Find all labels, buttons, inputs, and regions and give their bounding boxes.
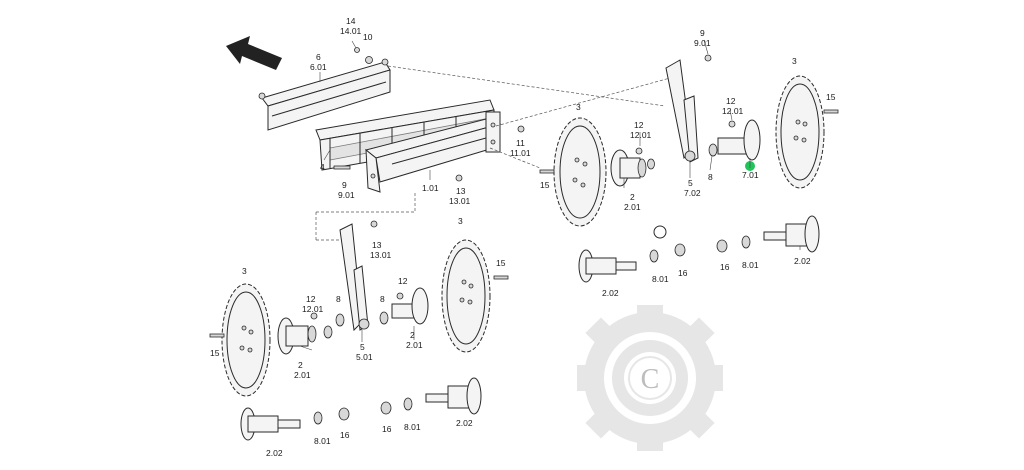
- callout-9-01b: 9.01: [694, 38, 711, 48]
- callout-2-bl: 2: [298, 360, 303, 370]
- direction-arrow-icon: [226, 36, 282, 70]
- callout-5-bm: 5: [360, 342, 365, 352]
- callout-12-01-tr: 12.01: [722, 106, 744, 116]
- callout-3-top-right: 3: [792, 56, 797, 66]
- callout-11-01: 11.01: [510, 148, 531, 158]
- top-right-disc-assembly: [539, 54, 839, 239]
- bottom-disc-assembly: [209, 220, 509, 397]
- callout-5-01: 5.01: [356, 352, 373, 362]
- callout-9a: 9: [342, 180, 347, 190]
- frame-assembly: [258, 47, 525, 193]
- callout-2-02-tr: 2.02: [794, 256, 811, 266]
- callout-2-bm: 2: [410, 330, 415, 340]
- callout-8-01-bl: 8.01: [314, 436, 331, 446]
- callout-labels: 14 14.01 10 6 6.01 4 9 9.01 1.01 13 13.0…: [210, 16, 836, 458]
- watermark-logo: C: [577, 305, 723, 451]
- callout-15-tm: 15: [540, 180, 550, 190]
- disc-top-right: [775, 75, 825, 189]
- bottom-spindle-rows: [240, 377, 482, 441]
- callout-12-01-tm: 12.01: [630, 130, 652, 140]
- disc-bottom-left: [221, 283, 271, 397]
- callout-2-tm: 2: [630, 192, 635, 202]
- callout-3-center: 3: [458, 216, 463, 226]
- callout-8-01-tr: 8.01: [742, 260, 759, 270]
- callout-16-bm: 16: [382, 424, 392, 434]
- top-spindle-row: [578, 215, 820, 283]
- callout-8-bm: 8: [380, 294, 385, 304]
- callout-6: 6: [316, 52, 321, 62]
- disc-bottom-center: [441, 239, 491, 353]
- callout-13b: 13: [372, 240, 382, 250]
- callout-12-01-bl: 12.01: [302, 304, 324, 314]
- callout-16-bl: 16: [340, 430, 350, 440]
- callout-12-bm: 12: [398, 276, 408, 286]
- callout-2-02-bl: 2.02: [266, 448, 283, 458]
- callout-3-top-mid: 3: [576, 102, 581, 112]
- callout-13-01b: 13.01: [370, 250, 392, 260]
- callout-16-tm: 16: [678, 268, 688, 278]
- callout-9-01a: 9.01: [338, 190, 355, 200]
- callout-12-tr: 12: [726, 96, 736, 106]
- callout-8-01-bm: 8.01: [404, 422, 421, 432]
- callout-14-01: 14.01: [340, 26, 362, 36]
- callout-12-tm: 12: [634, 120, 644, 130]
- callout-15-left: 15: [210, 348, 220, 358]
- callout-12-bl: 12: [306, 294, 316, 304]
- disc-top-mid: [553, 117, 607, 227]
- callout-2-01-bm: 2.01: [406, 340, 423, 350]
- callout-7-02: 7.02: [684, 188, 701, 198]
- callout-15-center: 15: [496, 258, 506, 268]
- callout-2-01-bl: 2.01: [294, 370, 311, 380]
- callout-2-02-tm: 2.02: [602, 288, 619, 298]
- callout-8-tm: 8: [708, 172, 713, 182]
- callout-1-01: 1.01: [422, 183, 439, 193]
- callout-2-01-tm: 2.01: [624, 202, 641, 212]
- watermark-letter: C: [641, 364, 660, 395]
- callout-5-tm: 5: [688, 178, 693, 188]
- phantom-lines: [315, 65, 671, 241]
- callout-7-01: 7.01: [742, 170, 759, 180]
- callout-13-01a: 13.01: [449, 196, 471, 206]
- callout-4: 4: [320, 162, 325, 172]
- callout-9b: 9: [700, 28, 705, 38]
- callout-14: 14: [346, 16, 356, 26]
- callout-3-left: 3: [242, 266, 247, 276]
- callout-2-02-bm: 2.02: [456, 418, 473, 428]
- callout-10: 10: [363, 32, 373, 42]
- callout-8-01-tm: 8.01: [652, 274, 669, 284]
- callout-16-tr: 16: [720, 262, 730, 272]
- callout-15-top-right: 15: [826, 92, 836, 102]
- callout-13a: 13: [456, 186, 466, 196]
- callout-11: 11: [516, 138, 525, 148]
- leader-lines: [299, 39, 801, 351]
- callout-6-01: 6.01: [310, 62, 327, 72]
- callout-8-bl: 8: [336, 294, 341, 304]
